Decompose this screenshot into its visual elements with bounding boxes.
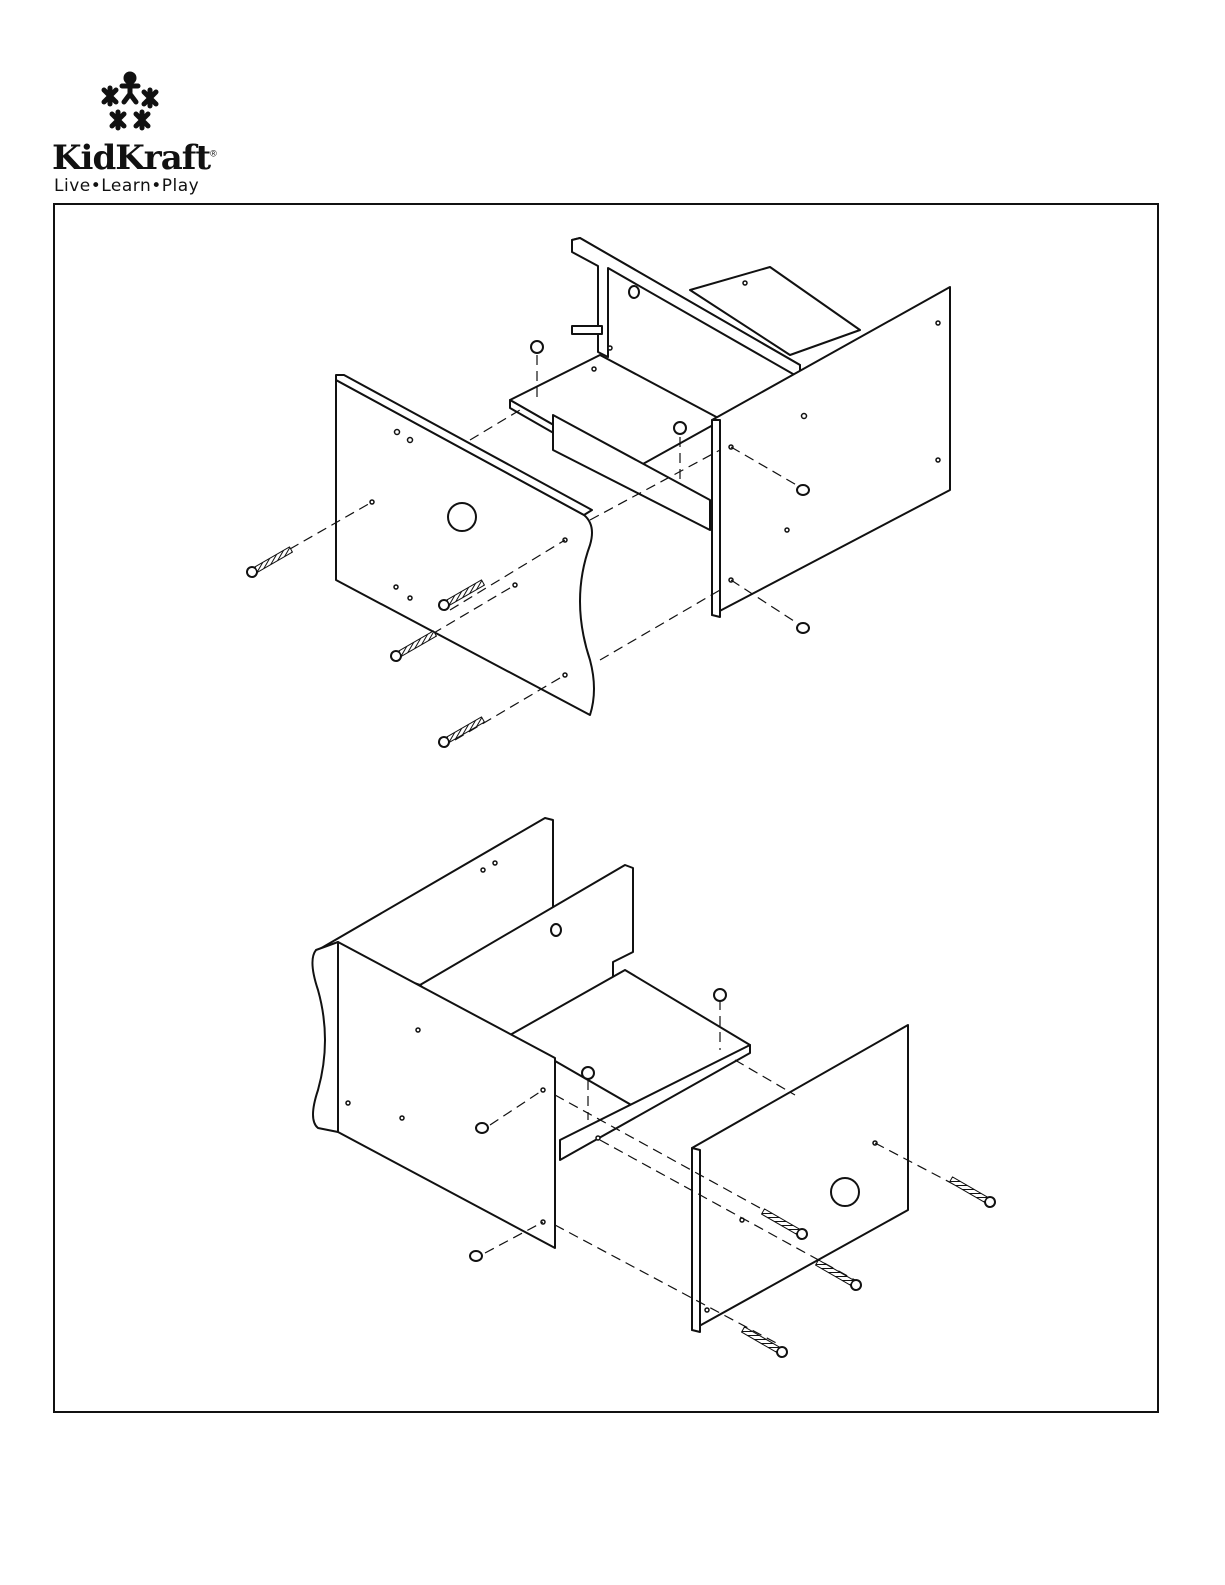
right-side-panel-edge xyxy=(712,420,720,617)
right-side-panel-b xyxy=(692,1025,908,1330)
right-side-panel-b-edge xyxy=(692,1148,700,1332)
left-side-panel-b-edge xyxy=(312,942,338,1132)
figure-step-a xyxy=(245,238,950,749)
figure-step-b xyxy=(312,818,996,1359)
rail-notch-top xyxy=(572,326,602,334)
cord-hole-b xyxy=(831,1178,859,1206)
cord-hole xyxy=(448,503,476,531)
back-panel xyxy=(690,267,860,355)
